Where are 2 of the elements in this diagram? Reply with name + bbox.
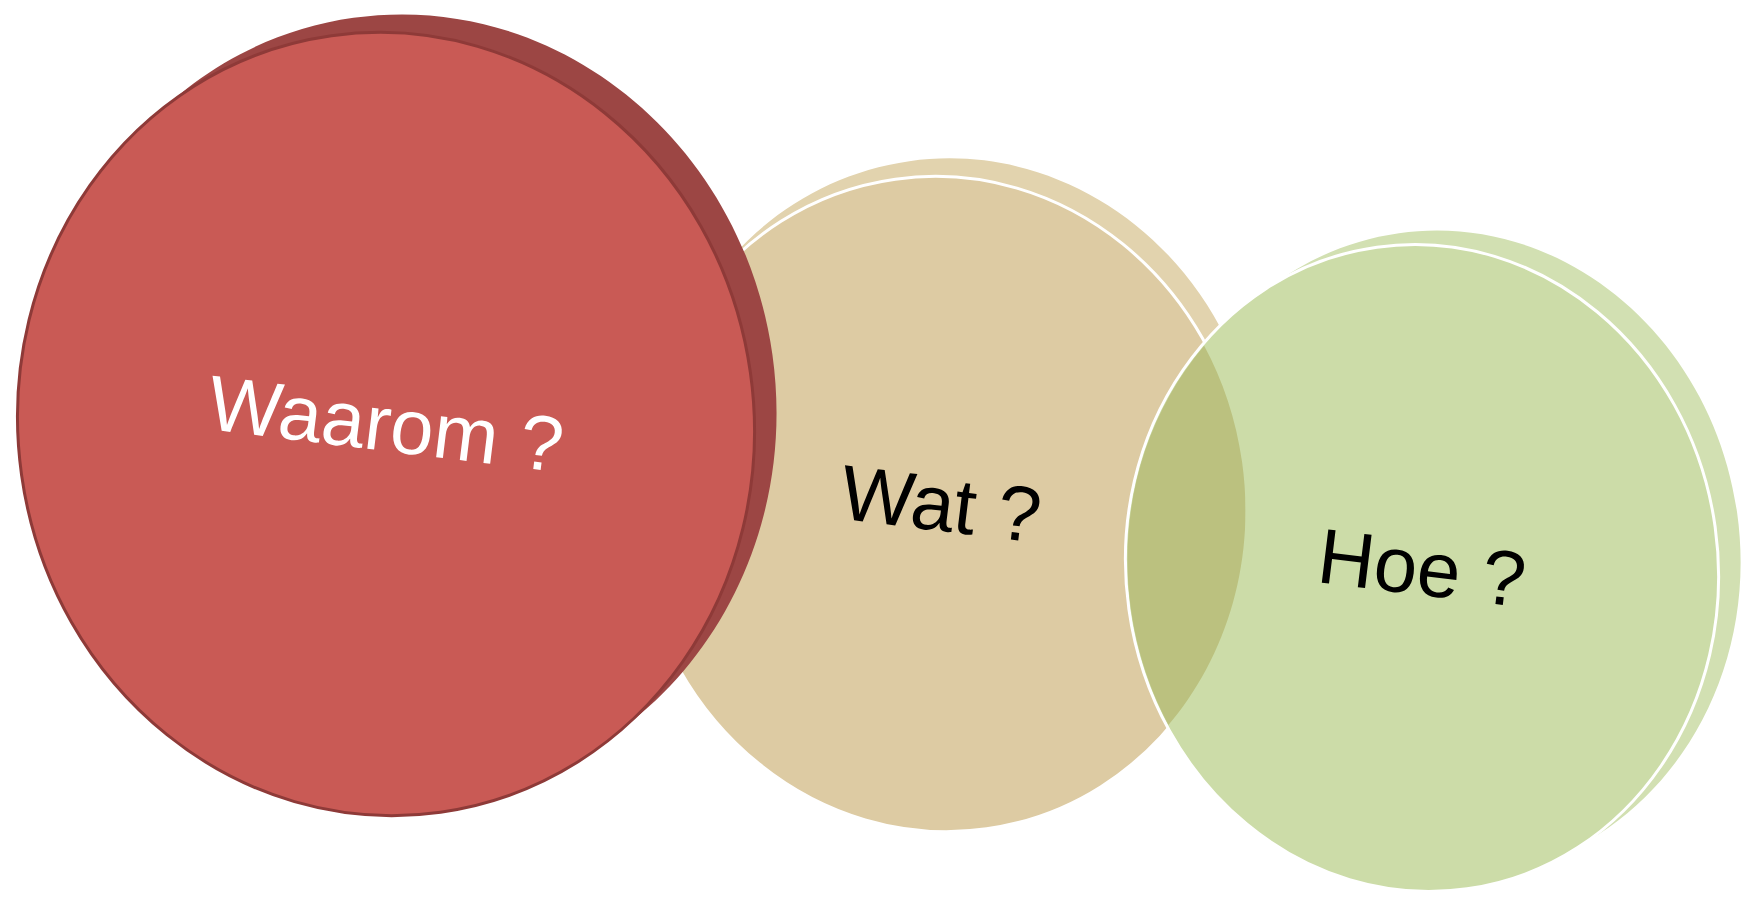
disc: Hoe ? [1123,230,1741,893]
disc: Waarom ? [16,14,777,818]
